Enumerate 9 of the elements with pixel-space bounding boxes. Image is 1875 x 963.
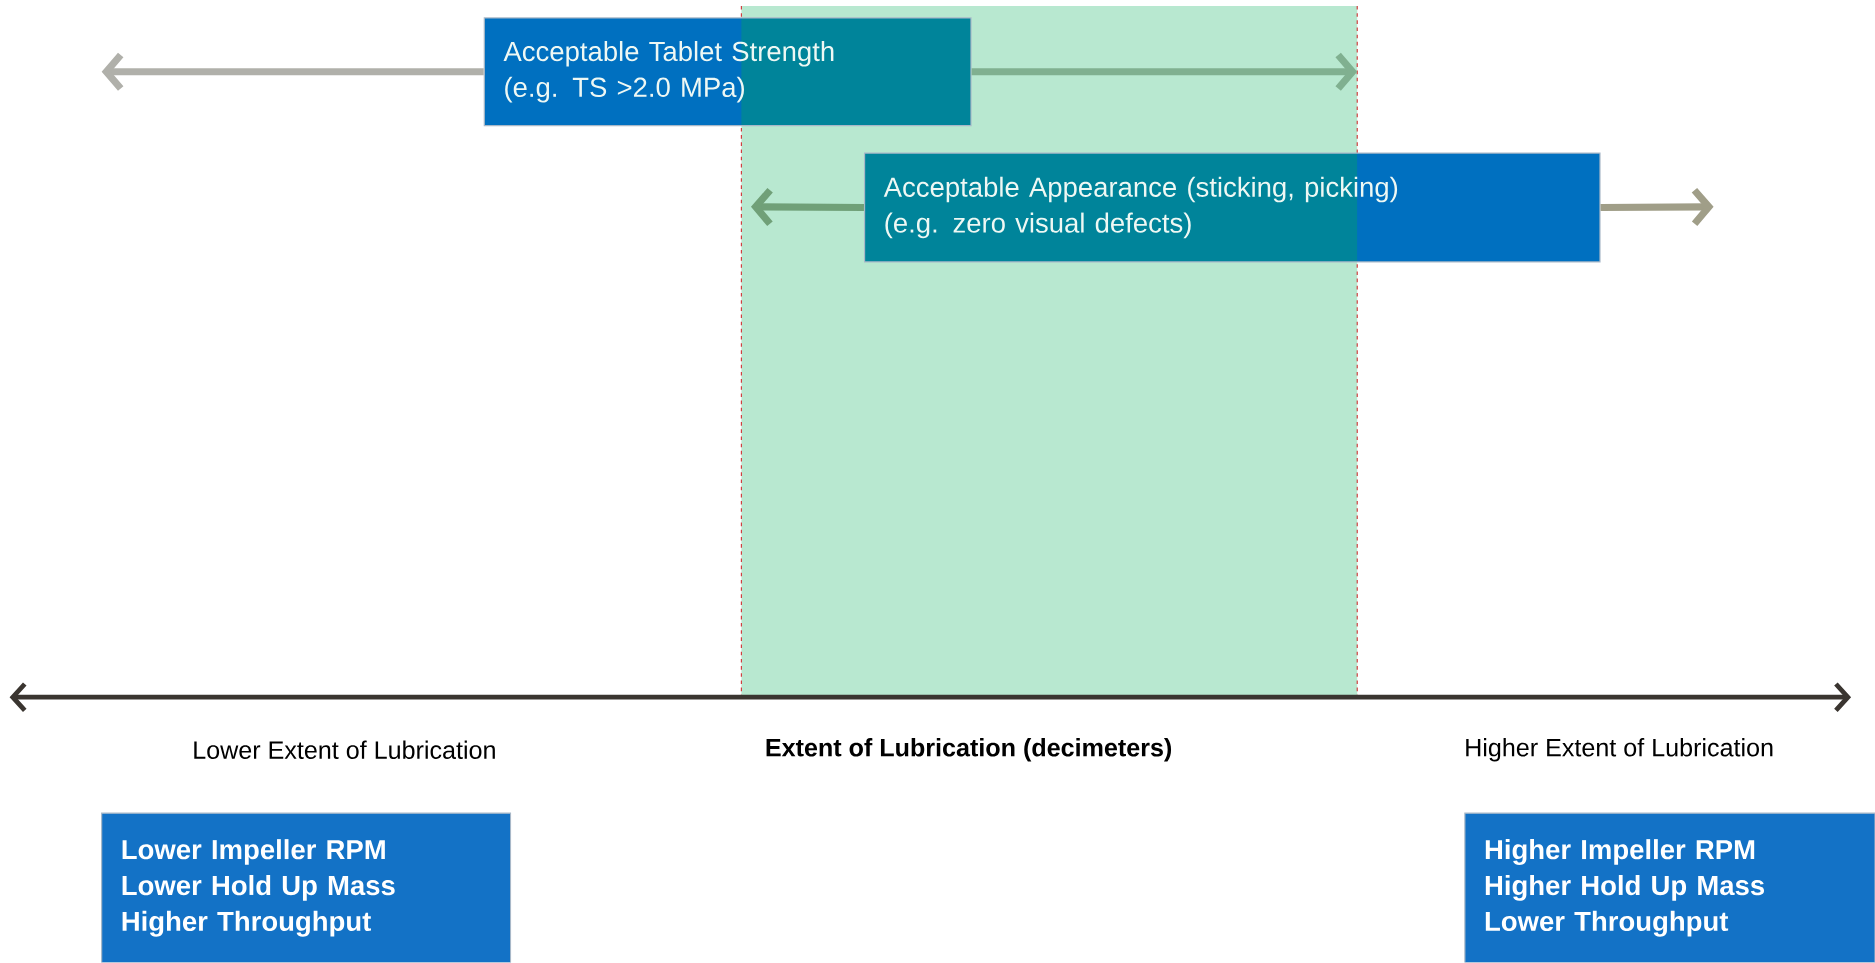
- arrow: [1600, 188, 1714, 227]
- setting-box: Lower Impeller RPM Lower Hold Up Mass Higher Throughput: [101, 812, 512, 963]
- setting-box: Higher Impeller RPM Higher Hold Up Mass Lower Throughput: [1464, 812, 1875, 963]
- arrow: [971, 52, 1358, 91]
- axis-title: Extent of Lubrication (decimeters): [766, 738, 1172, 762]
- axis-label: Lower Extent of Lubrication: [194, 740, 495, 760]
- label-box: Acceptable Tablet Strength (e.g. TS >2.0 MPa): [483, 17, 972, 127]
- axis-label: Higher Extent of Lubrication: [1466, 738, 1773, 762]
- label-box: Acceptable Appearance (sticking, picking) (e.g. zero visual defects): [863, 152, 1601, 263]
